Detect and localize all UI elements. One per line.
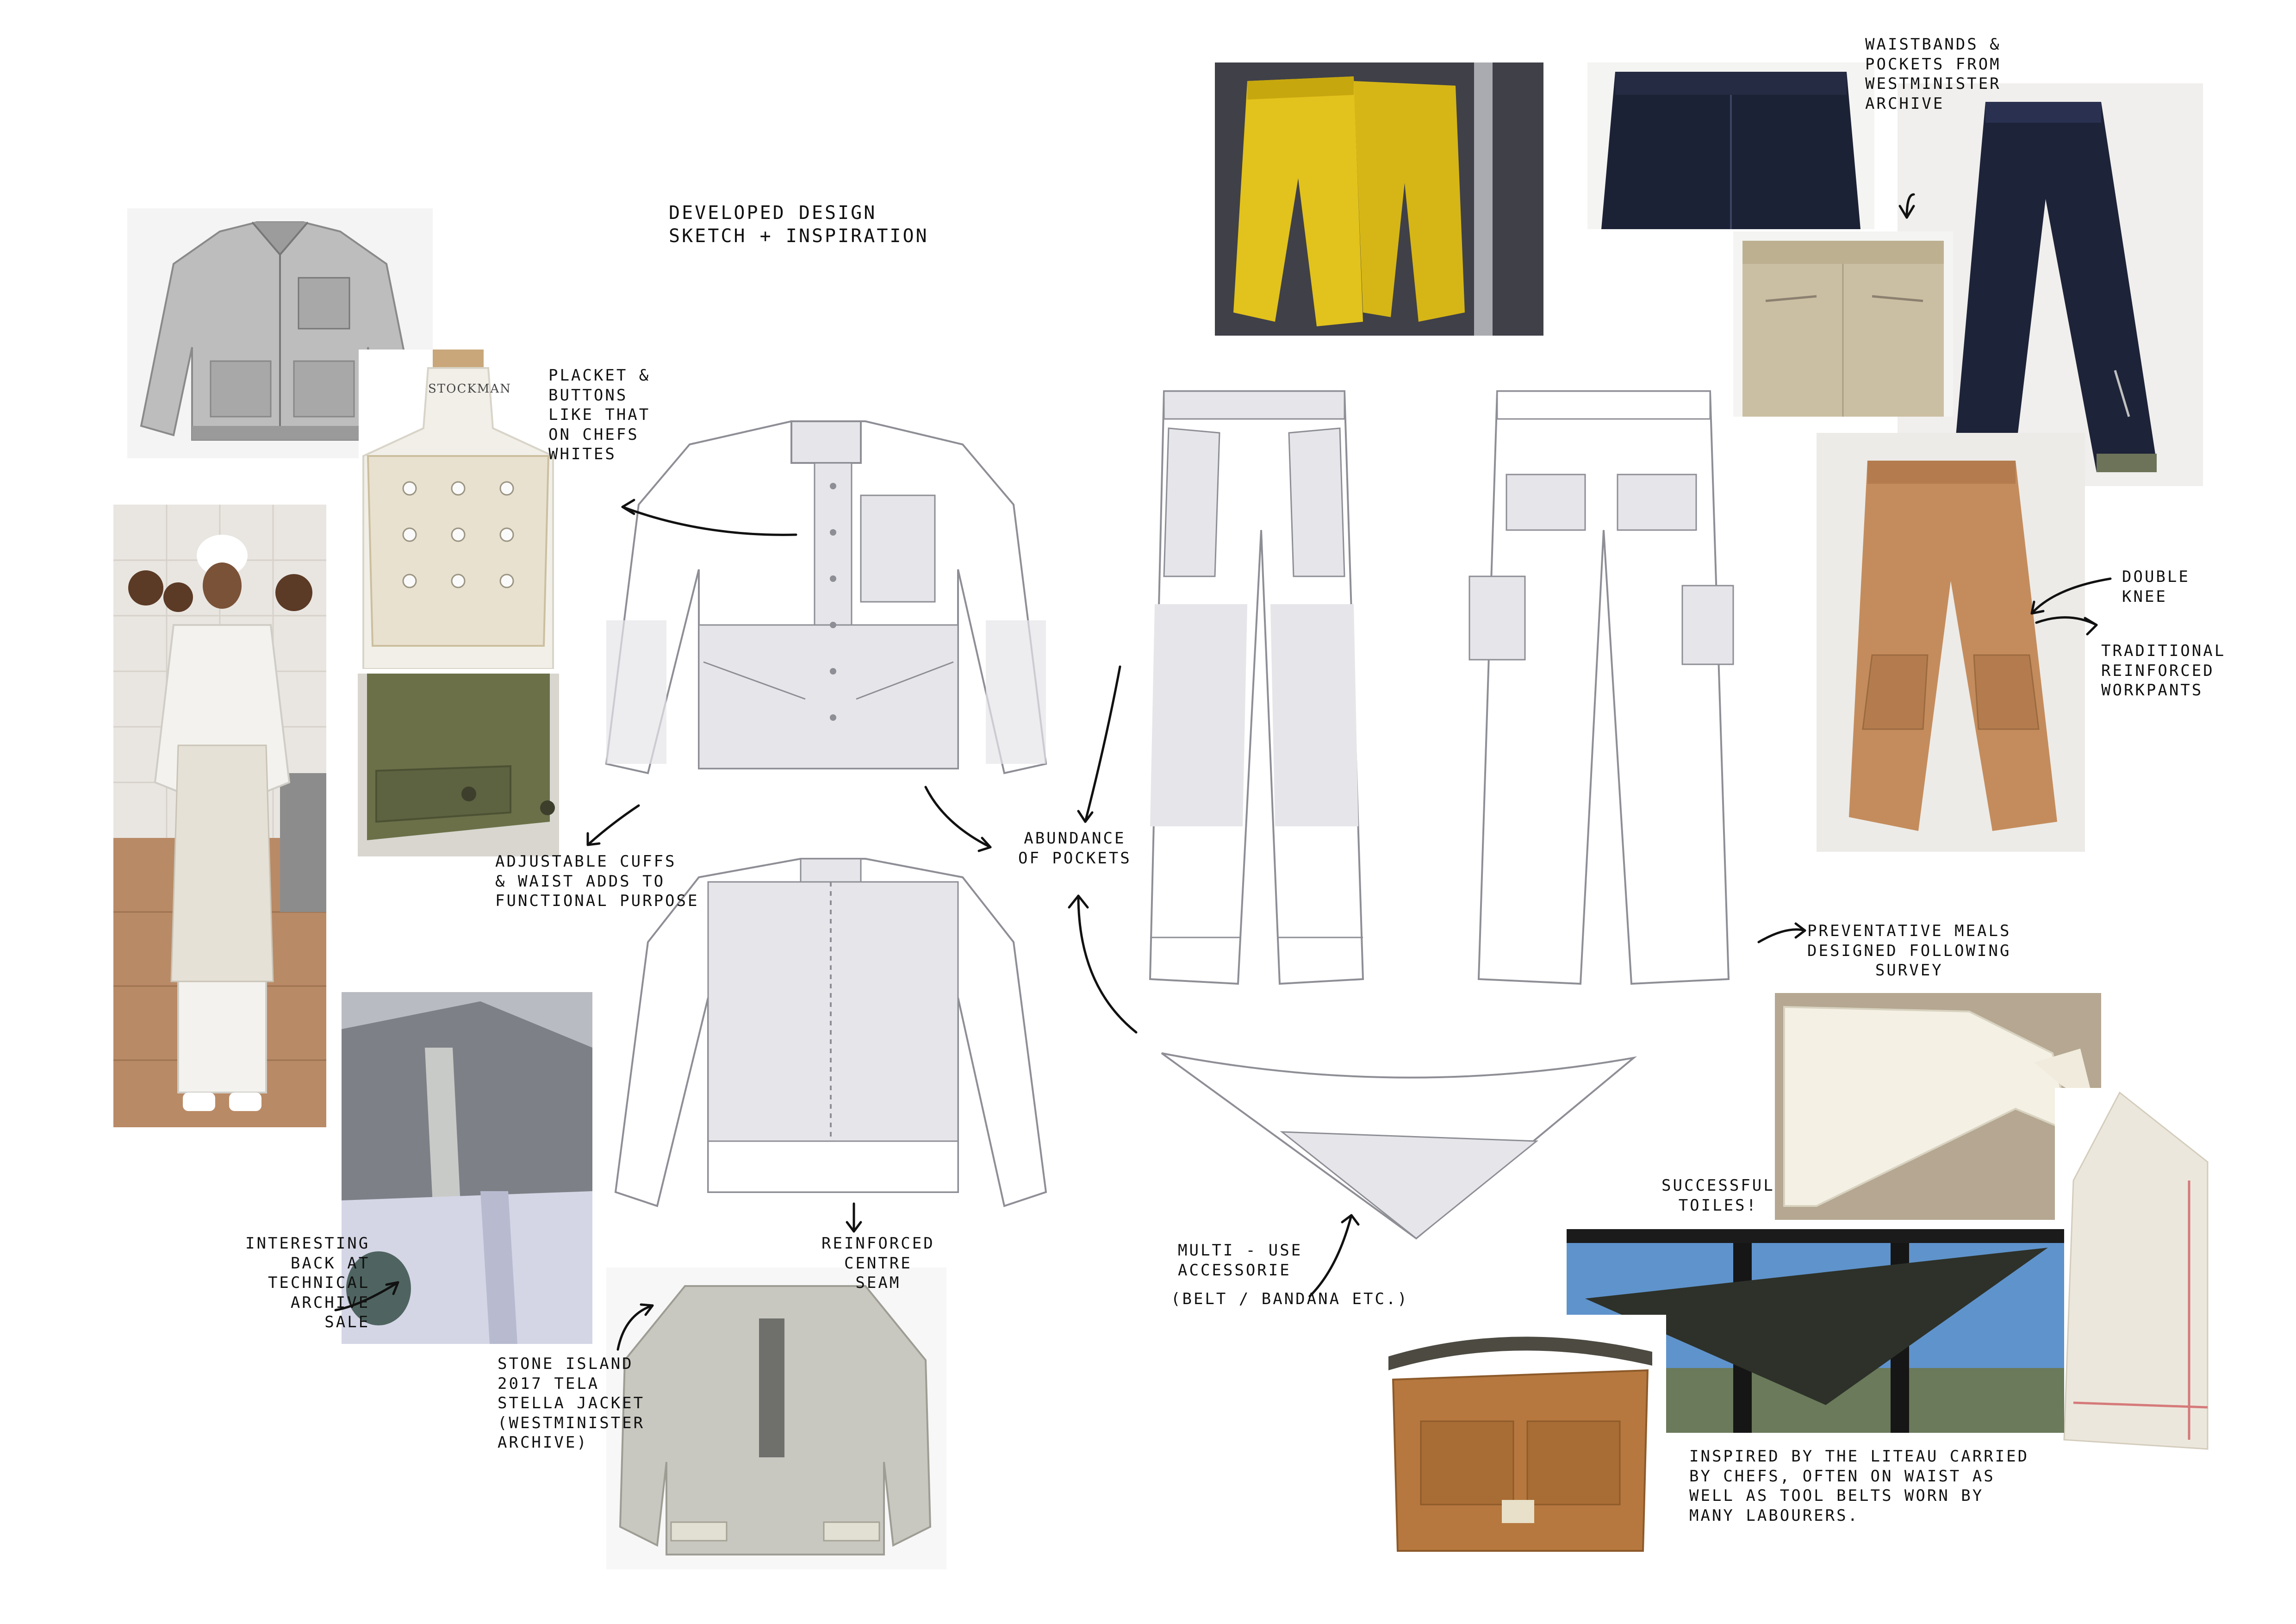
trousers-front-sketch [1136, 382, 1370, 991]
note-double-knee: DOUBLE KNEE [2122, 568, 2190, 606]
note-belt-bandana: (BELT / BANDANA ETC.) [1171, 1290, 1409, 1308]
note-interesting: INTERESTING BACK AT TECHNICAL ARCHIVE SA… [245, 1234, 370, 1331]
note-reinforced: REINFORCED CENTRE SEAM [821, 1234, 935, 1292]
note-stone-island: STONE ISLAND 2017 TELA STELLA JACKET (WE… [498, 1355, 645, 1452]
page-title: DEVELOPED DESIGN SKETCH + INSPIRATION [669, 202, 929, 247]
arrow-preventative [1757, 928, 1806, 943]
note-traditional: TRADITIONAL REINFORCED WORKPANTS [2101, 642, 2226, 700]
arrow-abundance-bandana [1077, 894, 1138, 1034]
chef-in-whites-photo [113, 505, 326, 1127]
tea-towel-photo [2055, 1088, 2217, 1454]
bandana-toile-photo [1775, 993, 2101, 1220]
tool-belt-apron-photo [1375, 1315, 1666, 1558]
yellow-pants-photo [1215, 62, 1543, 336]
note-cuffs: ADJUSTABLE CUFFS & WAIST ADDS TO FUNCTIO… [495, 852, 699, 910]
note-inspired: INSPIRED BY THE LITEAU CARRIED BY CHEFS,… [1689, 1447, 2029, 1525]
bandana-sketch [1157, 1044, 1638, 1248]
note-waistbands: WAISTBANDS & POCKETS FROM WESTMINISTER A… [1865, 35, 2001, 113]
note-preventative: PREVENTATIVE MEALS DESIGNED FOLLOWING SU… [1807, 922, 2011, 980]
olive-cuff-photo [358, 674, 559, 856]
mannequin-label: STOCKMAN [428, 382, 511, 396]
grey-jacket-photo [127, 208, 433, 458]
arrow-abundance-pants [1084, 665, 1121, 823]
jacket-front-sketch [597, 403, 1055, 819]
note-multi-use: MULTI - USE ACCESSORIE [1178, 1241, 1303, 1280]
double-knee-workpants-photo [1817, 433, 2085, 852]
note-abundance: ABUNDANCE OF POCKETS [1018, 829, 1132, 868]
note-successful: SUCCESSFUL TOILES! [1661, 1176, 1775, 1215]
note-placket: PLACKET & BUTTONS LIKE THAT ON CHEFS WHI… [548, 366, 651, 463]
trousers-back-sketch [1460, 382, 1742, 991]
stone-island-jacket-photo [606, 1268, 946, 1569]
denim-waistband-photo [1587, 62, 1874, 229]
jacket-back-sketch [606, 840, 1055, 1224]
chef-placket-mannequin-photo: STOCKMAN [359, 350, 558, 669]
technical-archive-back-photo [342, 992, 592, 1344]
khaki-pocket-photo [1733, 231, 1953, 417]
